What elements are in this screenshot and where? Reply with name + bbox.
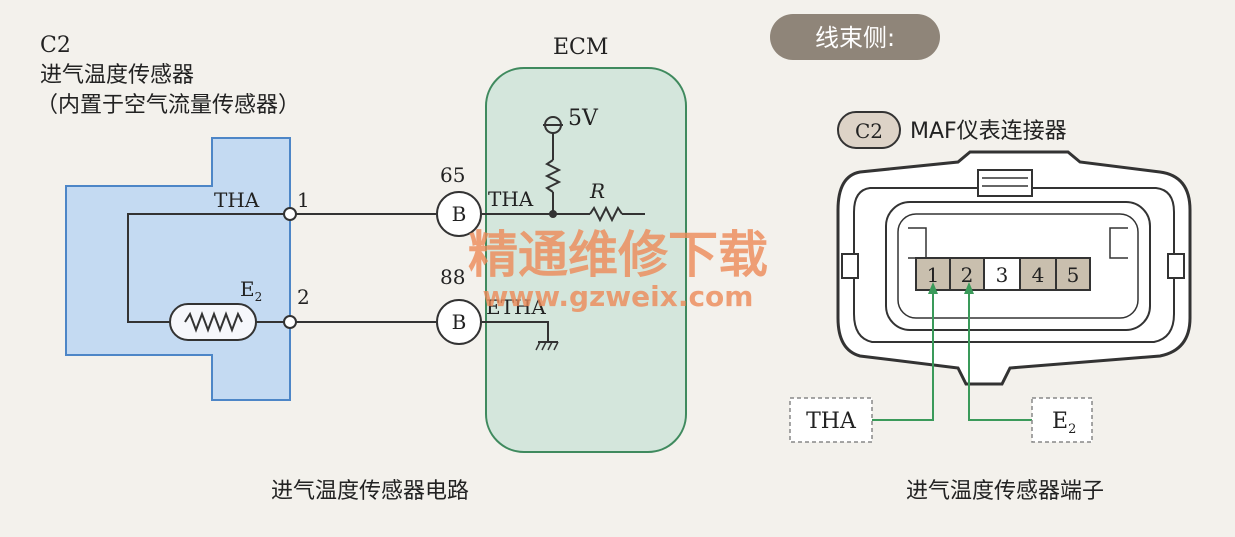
- callout-e2: E2: [1052, 409, 1076, 437]
- pin2-label: E2: [240, 277, 262, 304]
- callout-line-e2: [968, 286, 1032, 421]
- pin-4-label: 4: [1032, 263, 1045, 287]
- connector-b-65-label: B: [452, 202, 467, 226]
- watermark-url: www.gzweix.com: [483, 280, 754, 313]
- pin-2-label: 2: [961, 263, 974, 287]
- pin2-terminal: [283, 315, 297, 329]
- sensor-wire-loop: [127, 213, 290, 323]
- ecm-block: ECM 5V R THA 65 ETHA 88: [440, 35, 687, 453]
- pin1-terminal: [283, 207, 297, 221]
- resistor-r-label: R: [589, 179, 605, 203]
- connector-id: C2: [855, 119, 883, 143]
- connector-name: MAF仪表连接器: [910, 119, 1067, 144]
- pin-4: 4: [1019, 257, 1057, 291]
- pin-5-label: 5: [1067, 263, 1080, 287]
- pullup-resistor-icon: [544, 159, 562, 193]
- sensor-name: 进气温度传感器: [40, 63, 194, 88]
- callout-tha: THA: [806, 409, 857, 434]
- thermistor-body: [169, 303, 257, 341]
- thermistor-icon: [184, 311, 243, 333]
- connector-cavity: [885, 201, 1151, 331]
- connector-b-88-label: B: [452, 310, 467, 334]
- harness-side-badge: [770, 14, 940, 60]
- ecm-pin88-number: 88: [440, 265, 465, 289]
- callout-box-tha: [789, 397, 873, 443]
- sensor-note: （内置于空气流量传感器）: [36, 93, 300, 118]
- pin-3-label: 3: [996, 263, 1009, 287]
- caption-circuit: 进气温度传感器电路: [271, 479, 469, 504]
- pin1-number: 1: [297, 188, 310, 212]
- watermark-title: 精通维修下载: [468, 226, 768, 284]
- connector-view: 线束侧: C2 MAF仪表连接器 1 2 3: [770, 14, 1192, 443]
- connector-id-badge: [837, 111, 901, 149]
- connector-b-88: B: [436, 299, 482, 345]
- pin1-label: THA: [214, 188, 260, 212]
- caption-terminals: 进气温度传感器端子: [906, 479, 1104, 504]
- pin-3: 3: [983, 257, 1021, 291]
- callout-box-e2: [1031, 397, 1093, 443]
- ecm-pin-tha-label: THA: [488, 187, 534, 211]
- harness-side-label: 线束侧:: [815, 24, 895, 52]
- sensor-id: C2: [40, 33, 71, 58]
- sensor-block: C2 进气温度传感器 （内置于空气流量传感器） THA 1 E2 2: [36, 33, 310, 401]
- ecm-pin65-number: 65: [440, 163, 465, 187]
- ecm-box: [485, 67, 687, 453]
- connector-latch: [977, 169, 1033, 197]
- vcc-label: 5V: [568, 106, 599, 131]
- resistor-r-icon: [589, 205, 623, 223]
- sensor-housing: [65, 137, 291, 401]
- pin2-number: 2: [297, 285, 310, 309]
- pin-2: 2: [949, 257, 985, 291]
- connector-b-65: B: [436, 191, 482, 237]
- callout-line-tha: [872, 286, 934, 421]
- ecm-pin-etha-label: ETHA: [486, 295, 546, 319]
- ground-icon: [535, 341, 559, 351]
- pin-1-label: 1: [927, 263, 940, 287]
- ecm-title: ECM: [553, 35, 608, 60]
- pin-5: 5: [1055, 257, 1091, 291]
- connector-housing-inner: [853, 187, 1175, 343]
